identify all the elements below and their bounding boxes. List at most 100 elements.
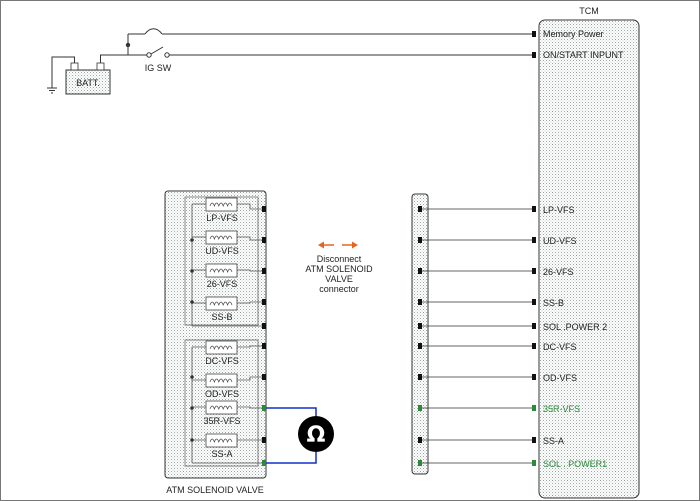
tcm-pin-onstart xyxy=(532,52,536,58)
ohmmeter-icon xyxy=(298,416,334,452)
connector-pin xyxy=(418,323,422,329)
ig-switch-label: IG SW xyxy=(145,63,172,73)
tcm-pin-label: UD-VFS xyxy=(543,236,577,246)
battery-terminal-neg xyxy=(70,62,79,71)
valve-pin xyxy=(262,206,266,212)
tcm-pin-label: LP-VFS xyxy=(543,205,575,215)
tcm-pin xyxy=(532,206,536,212)
valve-group-1 xyxy=(184,196,259,326)
valve-pin xyxy=(262,268,266,274)
battery-terminal-pos xyxy=(96,62,105,71)
solenoid-lp-vfs-0: LP-VFS xyxy=(192,197,262,223)
disconnect-line-3: VALVE xyxy=(325,274,353,284)
disconnect-line-2: ATM SOLENOID xyxy=(305,264,373,274)
solenoid-label: 35R-VFS xyxy=(203,416,240,426)
solenoid-coil-icon xyxy=(205,340,238,355)
tcm-pin-label: DC-VFS xyxy=(543,342,577,352)
tcm-line-lp-vfs: LP-VFS xyxy=(418,205,575,215)
tcm-pin-memory-power: Memory Power xyxy=(543,29,604,39)
valve-pin xyxy=(262,343,266,349)
tcm-pin xyxy=(532,237,536,243)
meter-lead-negative xyxy=(266,452,317,464)
tcm-pin-on-start: ON/START INPUNT xyxy=(543,50,624,60)
tcm-line-ss-b: SS-B xyxy=(418,298,564,308)
valve-title: ATM SOLENOID VALVE xyxy=(166,485,264,495)
solenoid-label: OD-VFS xyxy=(205,389,239,399)
tcm-pin-label: SS-B xyxy=(543,298,564,308)
tcm-pin-label: SS-A xyxy=(543,436,564,446)
tcm-pin-memory xyxy=(532,31,536,37)
battery-label: BATT. xyxy=(76,78,100,88)
solenoid-coil-icon xyxy=(205,400,238,415)
valve-block xyxy=(164,190,267,479)
solenoid-coil-icon xyxy=(205,296,238,311)
connector-pin xyxy=(418,460,422,466)
solenoid-coil-icon xyxy=(205,230,238,245)
ohm-symbol: Ω xyxy=(307,423,326,448)
solenoid-list: LP-VFS UD-VFS 26-VFS SS-B DC-VFS OD-VFS 35R-VF… xyxy=(190,197,266,466)
solenoid-coil-icon xyxy=(205,197,238,212)
solenoid-26-vfs-2: 26-VFS xyxy=(192,263,262,289)
tcm-pin-label: SOL . POWER1 xyxy=(543,459,607,469)
tcm-pin xyxy=(532,299,536,305)
valve-pin xyxy=(262,237,266,243)
tcm-line-26-vfs: 26-VFS xyxy=(418,267,574,277)
solenoid-coil-icon xyxy=(205,433,238,448)
meter-lead-positive xyxy=(266,407,317,416)
ig-switch-icon xyxy=(150,46,164,55)
tcm-pin xyxy=(532,437,536,443)
valve-group-2 xyxy=(184,339,259,467)
valve-pin xyxy=(262,437,266,443)
connector-pin xyxy=(418,299,422,305)
fuse-icon xyxy=(144,28,163,35)
disconnect-arrows-icon xyxy=(318,241,358,249)
tcm-pin xyxy=(532,374,536,380)
tcm-pin xyxy=(532,460,536,466)
tcm-line-od-vfs: OD-VFS xyxy=(418,373,577,383)
tcm-line-dc-vfs: DC-VFS xyxy=(418,342,577,352)
connector-pin xyxy=(418,405,422,411)
solenoid-label: DC-VFS xyxy=(205,356,239,366)
valve-pin xyxy=(262,405,266,411)
connector-pin xyxy=(418,206,422,212)
solenoid-coil-icon xyxy=(205,263,238,278)
solenoid-label: 26-VFS xyxy=(207,279,238,289)
tcm-pin-label: 35R-VFS xyxy=(543,404,580,414)
tcm-pin xyxy=(532,268,536,274)
tcm-pin xyxy=(532,343,536,349)
tcm-line-35r-vfs: 35R-VFS xyxy=(418,404,580,414)
harness-connector xyxy=(411,193,429,475)
solenoid-od-vfs-5: OD-VFS xyxy=(192,373,262,399)
tcm-pin xyxy=(532,323,536,329)
solenoid-dc-vfs-4: DC-VFS xyxy=(192,340,262,366)
solenoid-label: SS-B xyxy=(211,312,232,322)
solenoid-35r-vfs-6: 35R-VFS xyxy=(192,400,262,426)
solenoid-ud-vfs-1: UD-VFS xyxy=(192,230,262,256)
connector-pin xyxy=(418,343,422,349)
ohmmeter: Ω xyxy=(266,407,334,464)
tcm-line-ud-vfs: UD-VFS xyxy=(418,236,577,246)
solenoid-label: SS-A xyxy=(211,449,232,459)
ground-icon xyxy=(47,87,57,94)
valve-pin xyxy=(262,460,266,466)
solenoid-label: UD-VFS xyxy=(205,246,239,256)
connector-pin xyxy=(418,268,422,274)
disconnect-note: Disconnect ATM SOLENOID VALVE connector xyxy=(305,241,373,294)
tcm-line-ss-a: SS-A xyxy=(418,436,564,446)
solenoid-ss-b-3: SS-B xyxy=(192,296,262,322)
valve-pin xyxy=(262,374,266,380)
tcm-title: TCM xyxy=(579,6,599,16)
connector-pin xyxy=(418,374,422,380)
disconnect-line-1: Disconnect xyxy=(317,254,362,264)
tcm-pin xyxy=(532,405,536,411)
valve-pin xyxy=(262,323,266,329)
tcm-block xyxy=(538,19,640,499)
tcm-pin-label: SOL .POWER 2 xyxy=(543,322,607,332)
tcm-line-sol-power1: SOL . POWER1 xyxy=(418,459,607,469)
disconnect-line-4: connector xyxy=(319,284,359,294)
battery-box xyxy=(65,69,111,95)
battery-circuit: BATT. IG SW xyxy=(47,28,532,95)
solenoid-label: LP-VFS xyxy=(206,213,238,223)
solenoid-ss-a-7: SS-A xyxy=(192,433,262,459)
